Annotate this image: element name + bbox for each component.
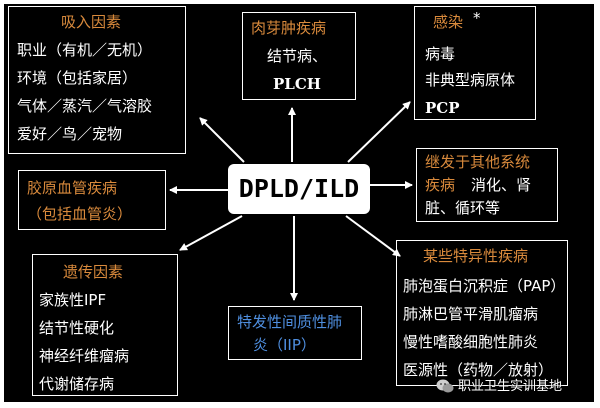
infection-line-3: PCP (425, 99, 460, 117)
granuloma-title: 肉芽肿疾病 (251, 19, 327, 37)
inhalation-box: 吸入因素 职业（有机／无机） 环境（包括家居） 气体／蒸汽／气溶胶 爱好／鸟／宠… (8, 6, 186, 154)
specific-line-4: 医源性（药物／放射） (403, 361, 554, 379)
genetic-line-4: 代谢储存病 (39, 375, 115, 393)
specific-title: 某些特异性疾病 (423, 247, 529, 265)
inhalation-line-4: 爱好／鸟／宠物 (17, 125, 123, 143)
inhalation-title: 吸入因素 (61, 13, 122, 31)
arrow-to-inhalation (199, 117, 245, 163)
iip-box: 特发性间质性肺 炎（IIP） (228, 306, 362, 360)
collagen-title: 胶原血管疾病 (27, 179, 118, 197)
granuloma-box: 肉芽肿疾病 结节病、 PLCH (242, 12, 356, 100)
secondary-box: 继发于其他系统 疾病 消化、肾 脏、循环等 (416, 148, 558, 222)
arrow-to-infection (347, 101, 411, 163)
inhalation-line-1: 职业（有机／无机） (17, 41, 153, 59)
granuloma-line-1: 结节病、 (267, 47, 328, 65)
inhalation-line-3: 气体／蒸汽／气溶胶 (17, 97, 153, 115)
genetic-line-2: 结节性硬化 (39, 319, 115, 337)
specific-box: 某些特异性疾病 肺泡蛋白沉积症（PAP） 肺淋巴管平滑肌瘤病 慢性嗜酸细胞性肺炎… (396, 240, 568, 386)
center-node: DPLD/ILD (228, 164, 370, 214)
infection-line-1: 病毒 (425, 45, 456, 63)
genetic-title: 遗传因素 (63, 263, 124, 281)
genetic-line-1: 家族性IPF (39, 291, 107, 309)
collagen-sub: （包括血管炎） (27, 205, 133, 223)
infection-mark: * (473, 9, 481, 27)
iip-line-2: 炎（IIP） (253, 336, 316, 354)
secondary-title-b: 疾病 (425, 176, 456, 194)
watermark-text: 职业卫生实训基地 (458, 379, 563, 394)
secondary-title-a: 继发于其他系统 (425, 153, 531, 171)
secondary-line-c: 脏、循环等 (425, 199, 501, 217)
specific-line-3: 慢性嗜酸细胞性肺炎 (403, 333, 539, 351)
secondary-rest-b: 消化、肾 (471, 176, 532, 194)
iip-line-1: 特发性间质性肺 (237, 313, 343, 331)
inhalation-line-2: 环境（包括家居） (17, 69, 138, 87)
wechat-icon (436, 379, 454, 393)
center-label: DPLD/ILD (238, 174, 360, 203)
infection-title: 感染 (433, 13, 464, 31)
infection-line-2: 非典型病原体 (425, 71, 516, 89)
arrow-to-specific (345, 215, 401, 257)
diagram-canvas: DPLD/ILD 吸入因素 职业（有机／无机） 环境（包括家居） 气体／蒸汽／气… (4, 4, 594, 402)
arrow-to-genetic (179, 215, 243, 251)
specific-line-1: 肺泡蛋白沉积症（PAP） (403, 277, 566, 295)
specific-line-2: 肺淋巴管平滑肌瘤病 (403, 305, 539, 323)
collagen-box: 胶原血管疾病 （包括血管炎） (18, 170, 166, 230)
arrows-layer (169, 101, 413, 301)
genetic-box: 遗传因素 家族性IPF 结节性硬化 神经纤维瘤病 代谢储存病 (32, 254, 178, 396)
genetic-line-3: 神经纤维瘤病 (39, 347, 130, 365)
granuloma-line-2: PLCH (273, 75, 321, 93)
infection-box: 感染 * 病毒 非典型病原体 PCP (414, 6, 536, 120)
